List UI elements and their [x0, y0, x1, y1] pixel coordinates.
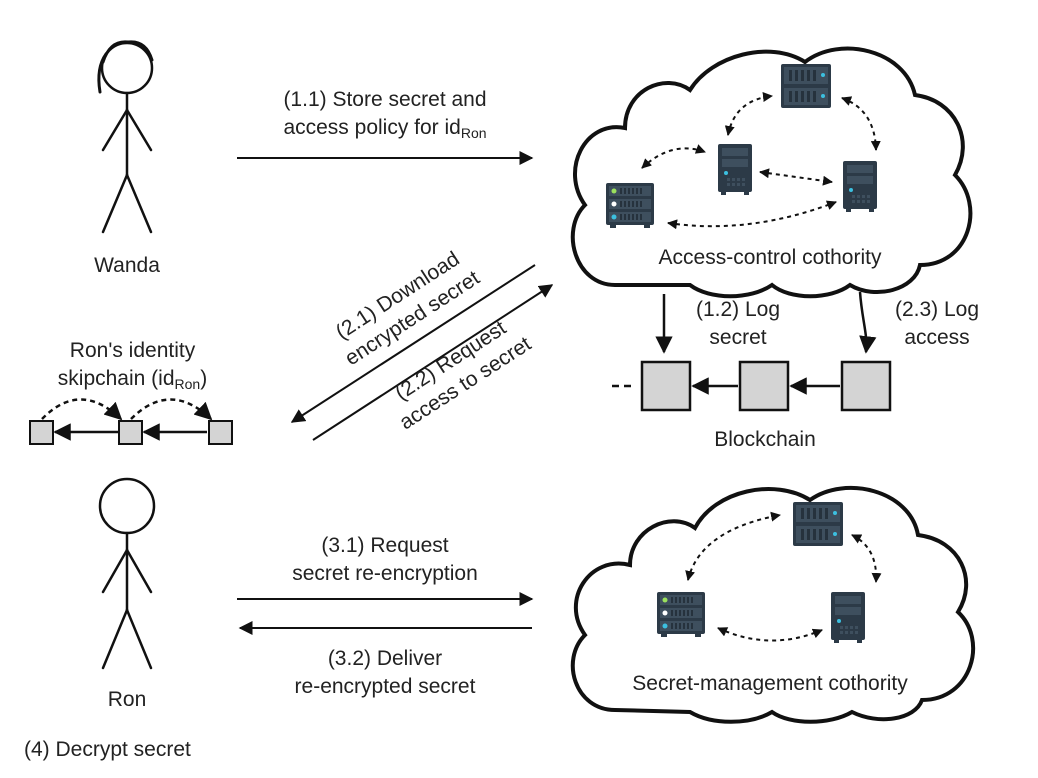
- arrow-2-2: [312, 284, 554, 441]
- ron-figure: [98, 477, 156, 670]
- skipchain-block-3: [208, 420, 233, 445]
- step-2-3-label: (2.3) Log access: [894, 298, 980, 349]
- step-1-1-label: (1.1) Store secret and access policy for…: [283, 88, 487, 141]
- block-1: [640, 360, 692, 412]
- skipchain-block-1: [29, 420, 54, 445]
- step-3-2-label: (3.2) Deliver re-encrypted secret: [294, 647, 476, 698]
- block-3: [840, 360, 892, 412]
- access-control-links: [641, 92, 881, 230]
- blockchain: [612, 291, 892, 412]
- identity-skipchain: [29, 398, 233, 445]
- wanda-figure: [97, 40, 154, 234]
- ron-label: Ron: [107, 688, 147, 711]
- secret-management-cloud-label: Secret-management cothority: [632, 672, 908, 695]
- step-3-1-label: (3.1) Request secret re-encryption: [292, 534, 478, 585]
- block-2: [738, 360, 790, 412]
- secret-management-links: [685, 511, 882, 642]
- skipchain-block-2: [118, 420, 143, 445]
- identity-line-1: Ron's identity: [69, 339, 196, 362]
- wanda-label: Wanda: [94, 254, 160, 277]
- identity-skipchain-label: Ron's identity skipchain (idRon): [30, 337, 235, 398]
- step-1-2-label: (1.2) Log secret: [695, 298, 781, 349]
- flow-arrows: [237, 151, 554, 635]
- identity-line-2: skipchain (idRon): [57, 367, 208, 392]
- arrow-2-1: [290, 264, 536, 423]
- blockchain-label: Blockchain: [714, 428, 816, 451]
- access-control-cloud-label: Access-control cothority: [658, 246, 882, 269]
- decrypt-step-label: (4) Decrypt secret: [24, 738, 191, 761]
